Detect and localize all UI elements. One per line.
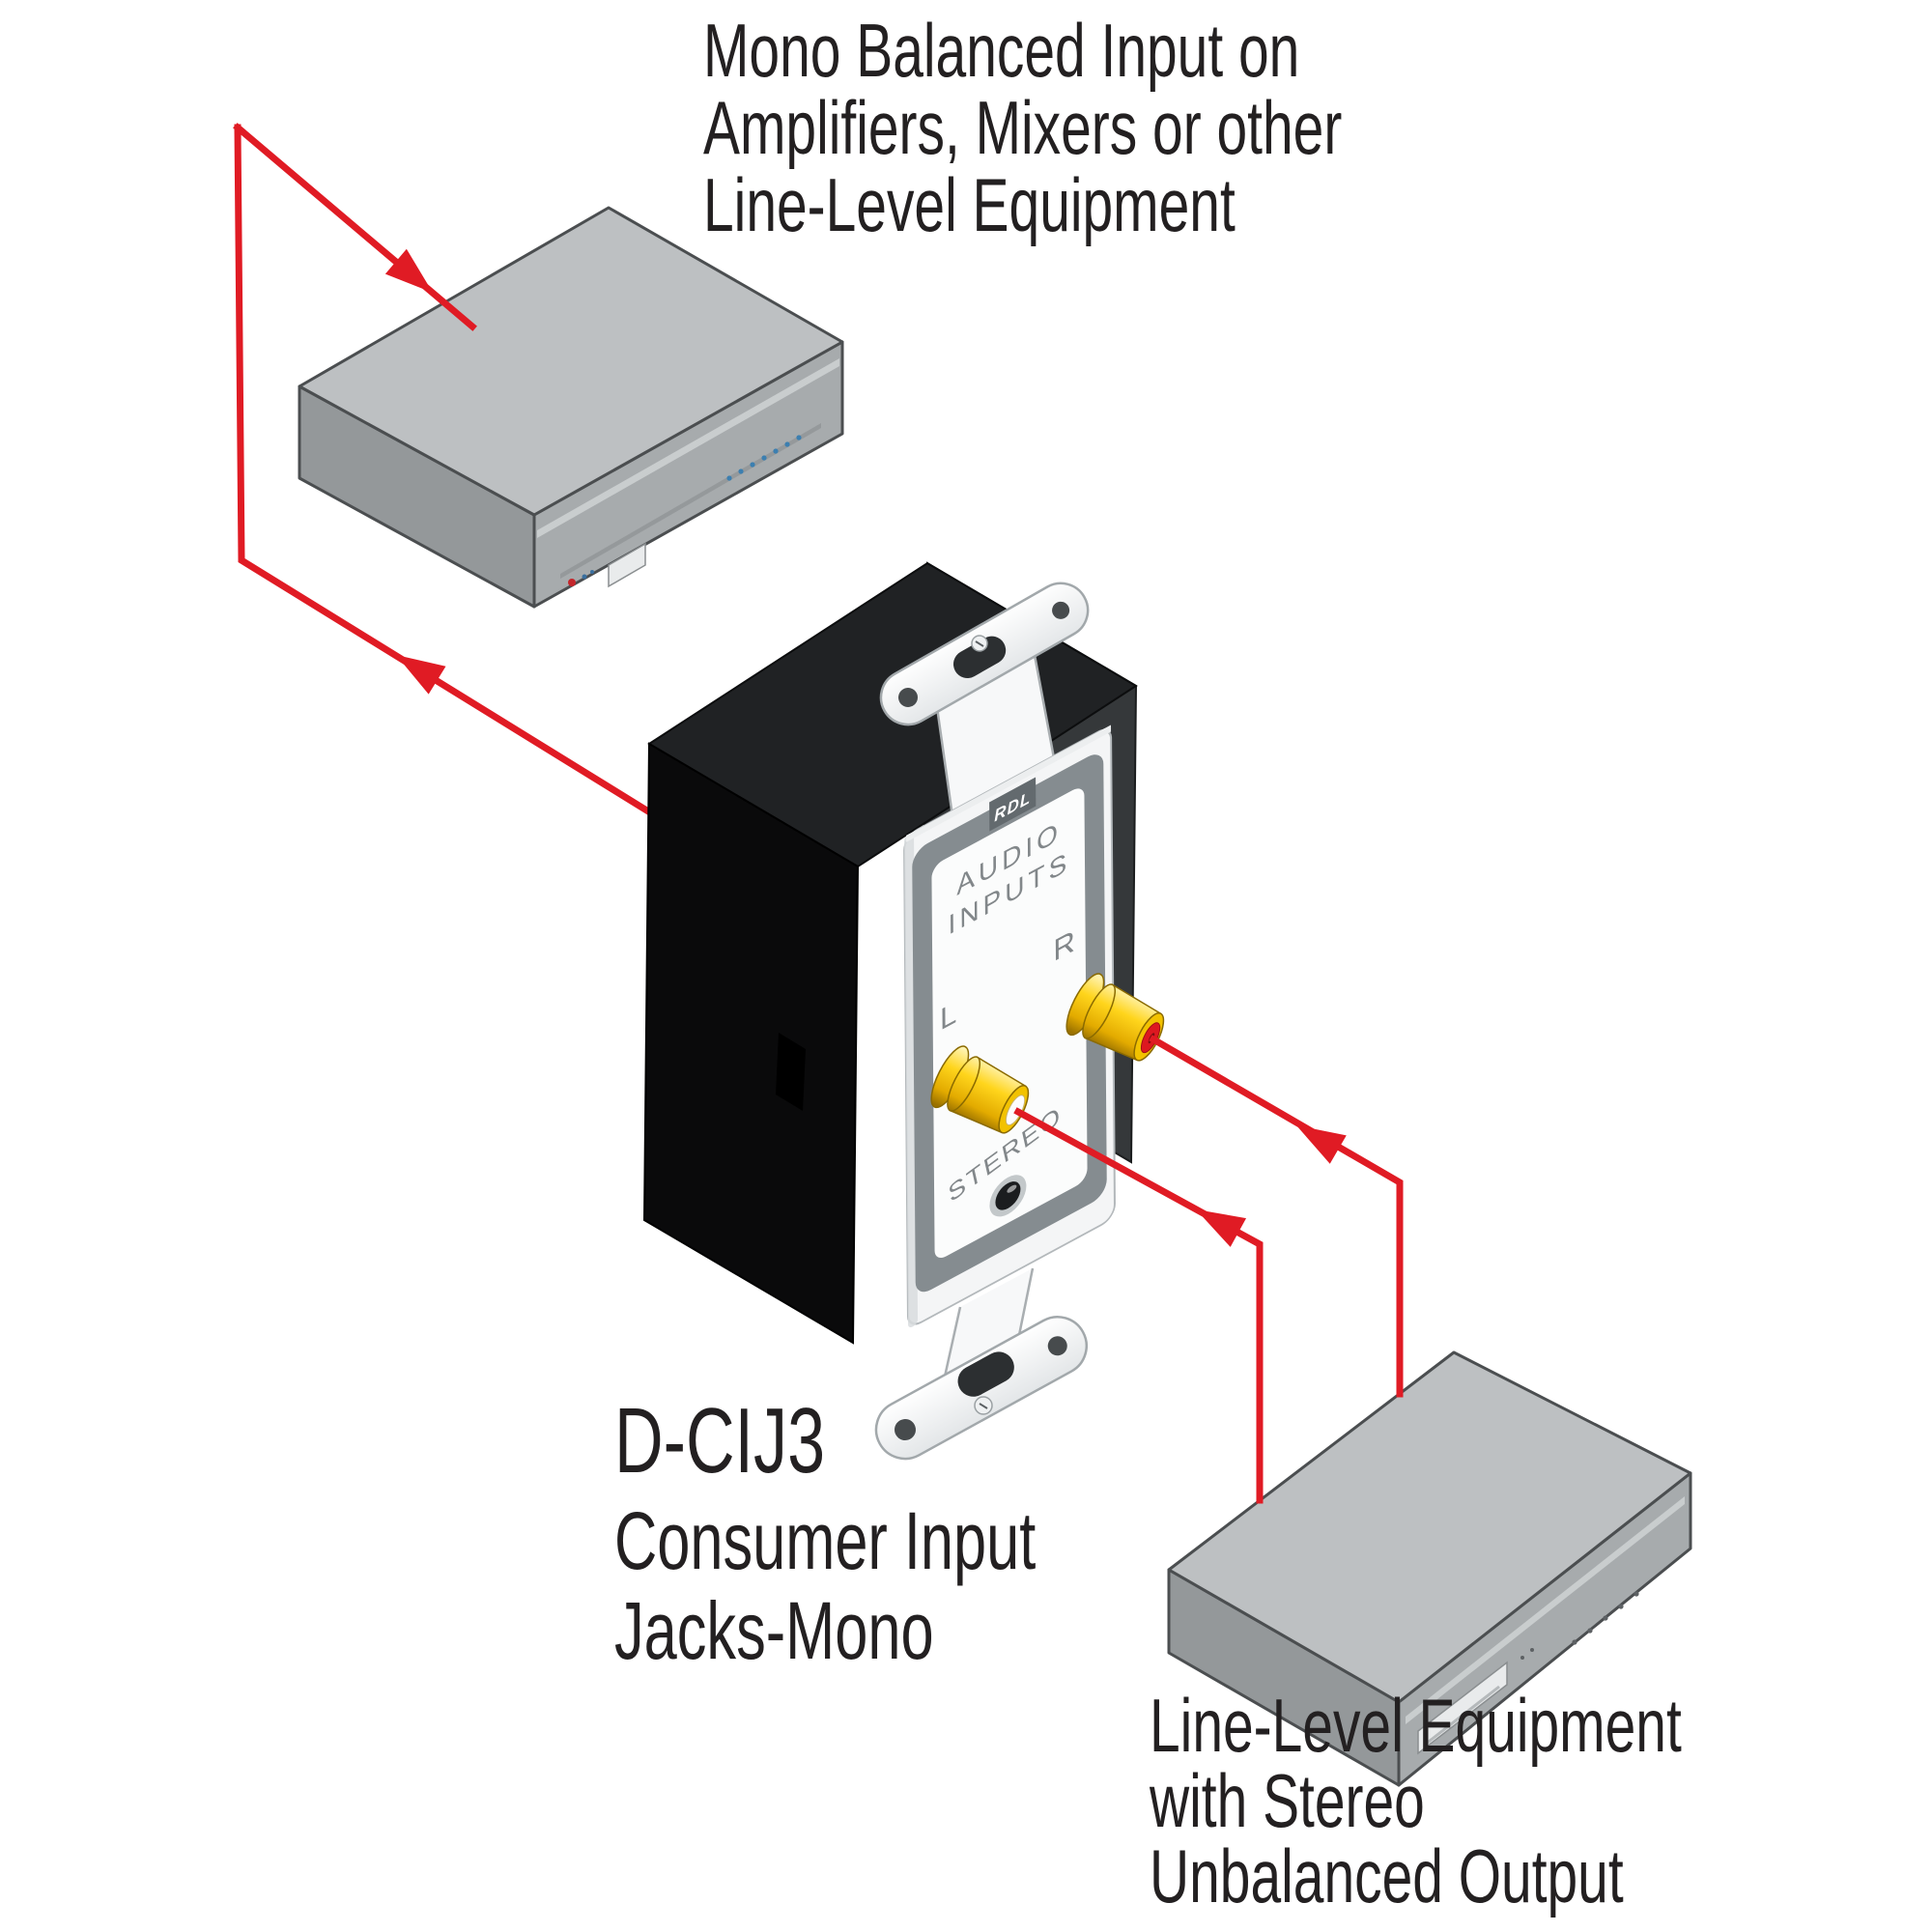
arrowhead-icon: [384, 248, 433, 293]
ear-slot-hole: [952, 636, 1007, 679]
signal-line-left-channel: [1013, 1107, 1264, 1504]
signal-line-mono-output: [234, 124, 670, 827]
source-panel-strip: [1406, 1496, 1685, 1724]
source-panel-buttons: [1520, 1591, 1639, 1660]
amplifier-top-face: [298, 206, 844, 517]
top-caption-line3: Line-Level Equipment: [703, 162, 1236, 247]
amplifier-panel-groove: [560, 423, 821, 579]
enclosure-left-face: [642, 742, 860, 1345]
amplifier-display-window: [608, 542, 646, 588]
amplifier-led-indicators: [568, 435, 802, 586]
mounting-ear-bottom: [874, 1316, 1088, 1461]
model-number: D-CIJ3: [614, 1389, 826, 1492]
power-led-red: [568, 579, 576, 586]
ear-screw-hole: [898, 688, 918, 707]
amplifier-device: [298, 206, 844, 609]
arrowhead-icon: [1196, 1209, 1247, 1247]
top-caption-line2: Amplifiers, Mixers or other: [703, 85, 1343, 170]
arrowhead-icon: [1296, 1125, 1347, 1164]
signal-line-right-channel: [1149, 1035, 1404, 1398]
right-jack-label: R: [1053, 923, 1075, 969]
left-jack-label: L: [940, 995, 957, 1037]
source-device: [1167, 1350, 1692, 1787]
source-top-face: [1167, 1350, 1692, 1704]
plate-top-shade: [906, 724, 1112, 842]
ear-screw-hole: [1052, 601, 1070, 619]
amplifier-panel-strip: [537, 358, 839, 538]
brand-tab: [989, 777, 1037, 832]
plate-bottom-neck: [943, 1268, 1033, 1385]
mono-line-run: [234, 124, 670, 827]
bottom-caption-line2: with Stereo: [1150, 1758, 1425, 1843]
ear-screw-hole: [1047, 1336, 1067, 1356]
enclosure-mounting-clip: [776, 1033, 806, 1111]
plate-insert-face: [931, 788, 1088, 1259]
source-disc-tray: [1417, 1661, 1508, 1755]
model-desc-line2: Jacks-Mono: [614, 1585, 934, 1676]
plate-face: RDL AUDIO INPUTS L R STEREO: [903, 724, 1116, 1327]
top-caption-line1: Mono Balanced Input on: [703, 8, 1300, 93]
mounting-ear-top: [879, 582, 1090, 726]
signal-line-mono-into-amp: [233, 123, 477, 331]
rca-jack-right: [1065, 973, 1165, 1062]
plate-screw-bottom: [974, 1396, 993, 1415]
rca-jack-left: [930, 1045, 1030, 1134]
bottom-caption: Line-Level Equipment with Stereo Unbalan…: [1150, 1688, 1682, 1914]
bottom-caption-line3: Unbalanced Output: [1150, 1833, 1624, 1918]
wall-plate: RDL AUDIO INPUTS L R STEREO: [874, 582, 1116, 1461]
ear-screw-hole: [895, 1419, 916, 1440]
ear-slot-hole: [957, 1351, 1014, 1397]
model-desc-line1: Consumer Input: [614, 1495, 1037, 1586]
bottom-caption-line1: Line-Level Equipment: [1150, 1683, 1682, 1768]
plate-screw-top: [971, 635, 988, 652]
top-caption: Mono Balanced Input on Amplifiers, Mixer…: [703, 12, 1342, 243]
stereo-mini-jack: [989, 1175, 1027, 1217]
arrowhead-icon: [396, 655, 446, 695]
